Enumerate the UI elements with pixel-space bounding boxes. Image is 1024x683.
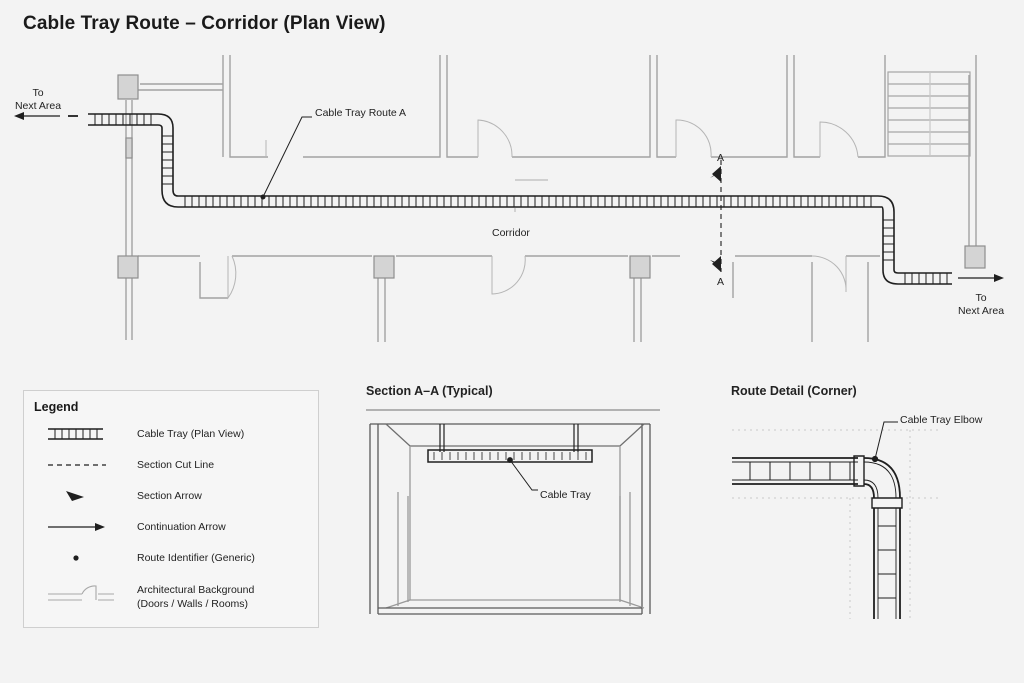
cable-tray-route-a <box>88 113 952 285</box>
section-mark-top: A <box>717 152 725 164</box>
plan-view <box>14 55 1004 342</box>
legend-item-architectural: Architectural Background <box>137 584 255 596</box>
legend-item-section-cut: Section Cut Line <box>137 459 215 471</box>
continuation-arrow-right <box>958 274 1004 282</box>
cable-tray-icon <box>48 428 103 440</box>
legend-item-architectural-sub: (Doors / Walls / Rooms) <box>137 598 249 610</box>
section-view <box>366 409 660 615</box>
legend-title: Legend <box>34 400 79 414</box>
dot-icon <box>73 555 79 561</box>
to-next-area-left: To Next Area <box>10 87 66 113</box>
route-identifier-dot <box>260 194 266 200</box>
legend-box: Legend Cable Tray (Plan View) Section Cu… <box>23 390 319 628</box>
legend-item-continuation-arrow: Continuation Arrow <box>137 521 226 533</box>
door-wall-icon <box>48 585 114 601</box>
continuation-arrow-left <box>14 112 78 120</box>
page-title: Cable Tray Route – Corridor (Plan View) <box>23 13 386 34</box>
door-swings <box>227 119 859 300</box>
detail-view <box>732 421 938 619</box>
next-area-text: Next Area <box>14 100 62 112</box>
route-label: Cable Tray Route A <box>315 107 407 119</box>
to-text: To <box>32 87 44 99</box>
next-area-text: Next Area <box>957 305 1005 317</box>
to-text: To <box>975 292 987 304</box>
detail-elbow-label: Cable Tray Elbow <box>900 414 983 426</box>
to-next-area-right: To Next Area <box>953 292 1009 318</box>
section-tray <box>427 424 593 491</box>
architectural-background <box>125 55 977 342</box>
stair <box>887 71 971 157</box>
legend-item-section-arrow: Section Arrow <box>137 490 202 502</box>
continuation-arrow-icon <box>48 523 105 531</box>
section-tray-label: Cable Tray <box>540 489 591 501</box>
structural-columns <box>117 74 986 279</box>
legend-symbols <box>48 428 114 601</box>
detail-tray <box>732 421 903 619</box>
section-title: Section A–A (Typical) <box>366 384 493 398</box>
legend-item-cable-tray: Cable Tray (Plan View) <box>137 428 245 440</box>
detail-title: Route Detail (Corner) <box>731 384 857 398</box>
section-mark-bottom: A <box>717 276 725 288</box>
section-arrow-icon <box>66 491 84 501</box>
corridor-label: Corridor <box>492 227 530 239</box>
route-leader-line <box>262 116 312 198</box>
legend-item-route-identifier: Route Identifier (Generic) <box>137 552 255 564</box>
section-cut-line <box>710 160 722 272</box>
